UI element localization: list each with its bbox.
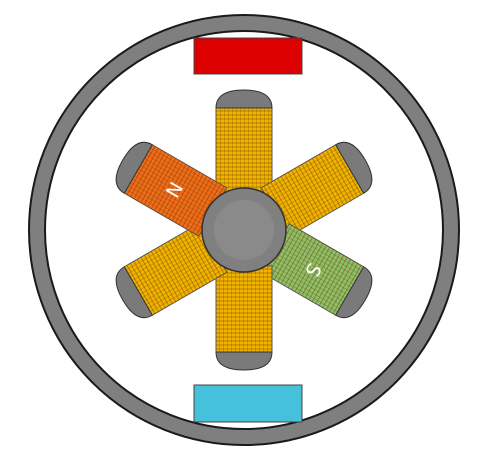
arm-top [215,89,273,195]
arm-top-pole-shoe [215,89,273,109]
arm-upper-right-windings [261,144,364,237]
arm-bottom-windings [216,266,272,352]
arm-upper-left-winding-lines [126,146,225,235]
arm-upper-left-windings [124,144,227,237]
arm-lower-left-pole-shoe [115,266,154,319]
arm-bottom [215,265,273,371]
rotor [201,187,287,273]
magnet-bottom [193,384,303,423]
arm-upper-right-pole-shoe [334,141,373,194]
coil-arms: SN [115,89,373,371]
arm-bottom-winding-lines [216,268,272,350]
arm-upper-left-pole-shoe [115,141,154,194]
arm-lower-right-pole-shoe [334,266,373,319]
arm-bottom-pole-shoe [215,351,273,371]
arm-lower-left-winding-lines [126,225,225,314]
magnet-top [193,37,303,75]
arm-upper-left: N [115,141,228,237]
arm-lower-left-windings [124,223,227,316]
arm-top-winding-lines [216,110,272,192]
arm-lower-left [115,223,228,319]
arm-top-windings [216,108,272,194]
arm-lower-right: S [260,223,373,319]
arm-lower-right-windings [261,223,364,316]
